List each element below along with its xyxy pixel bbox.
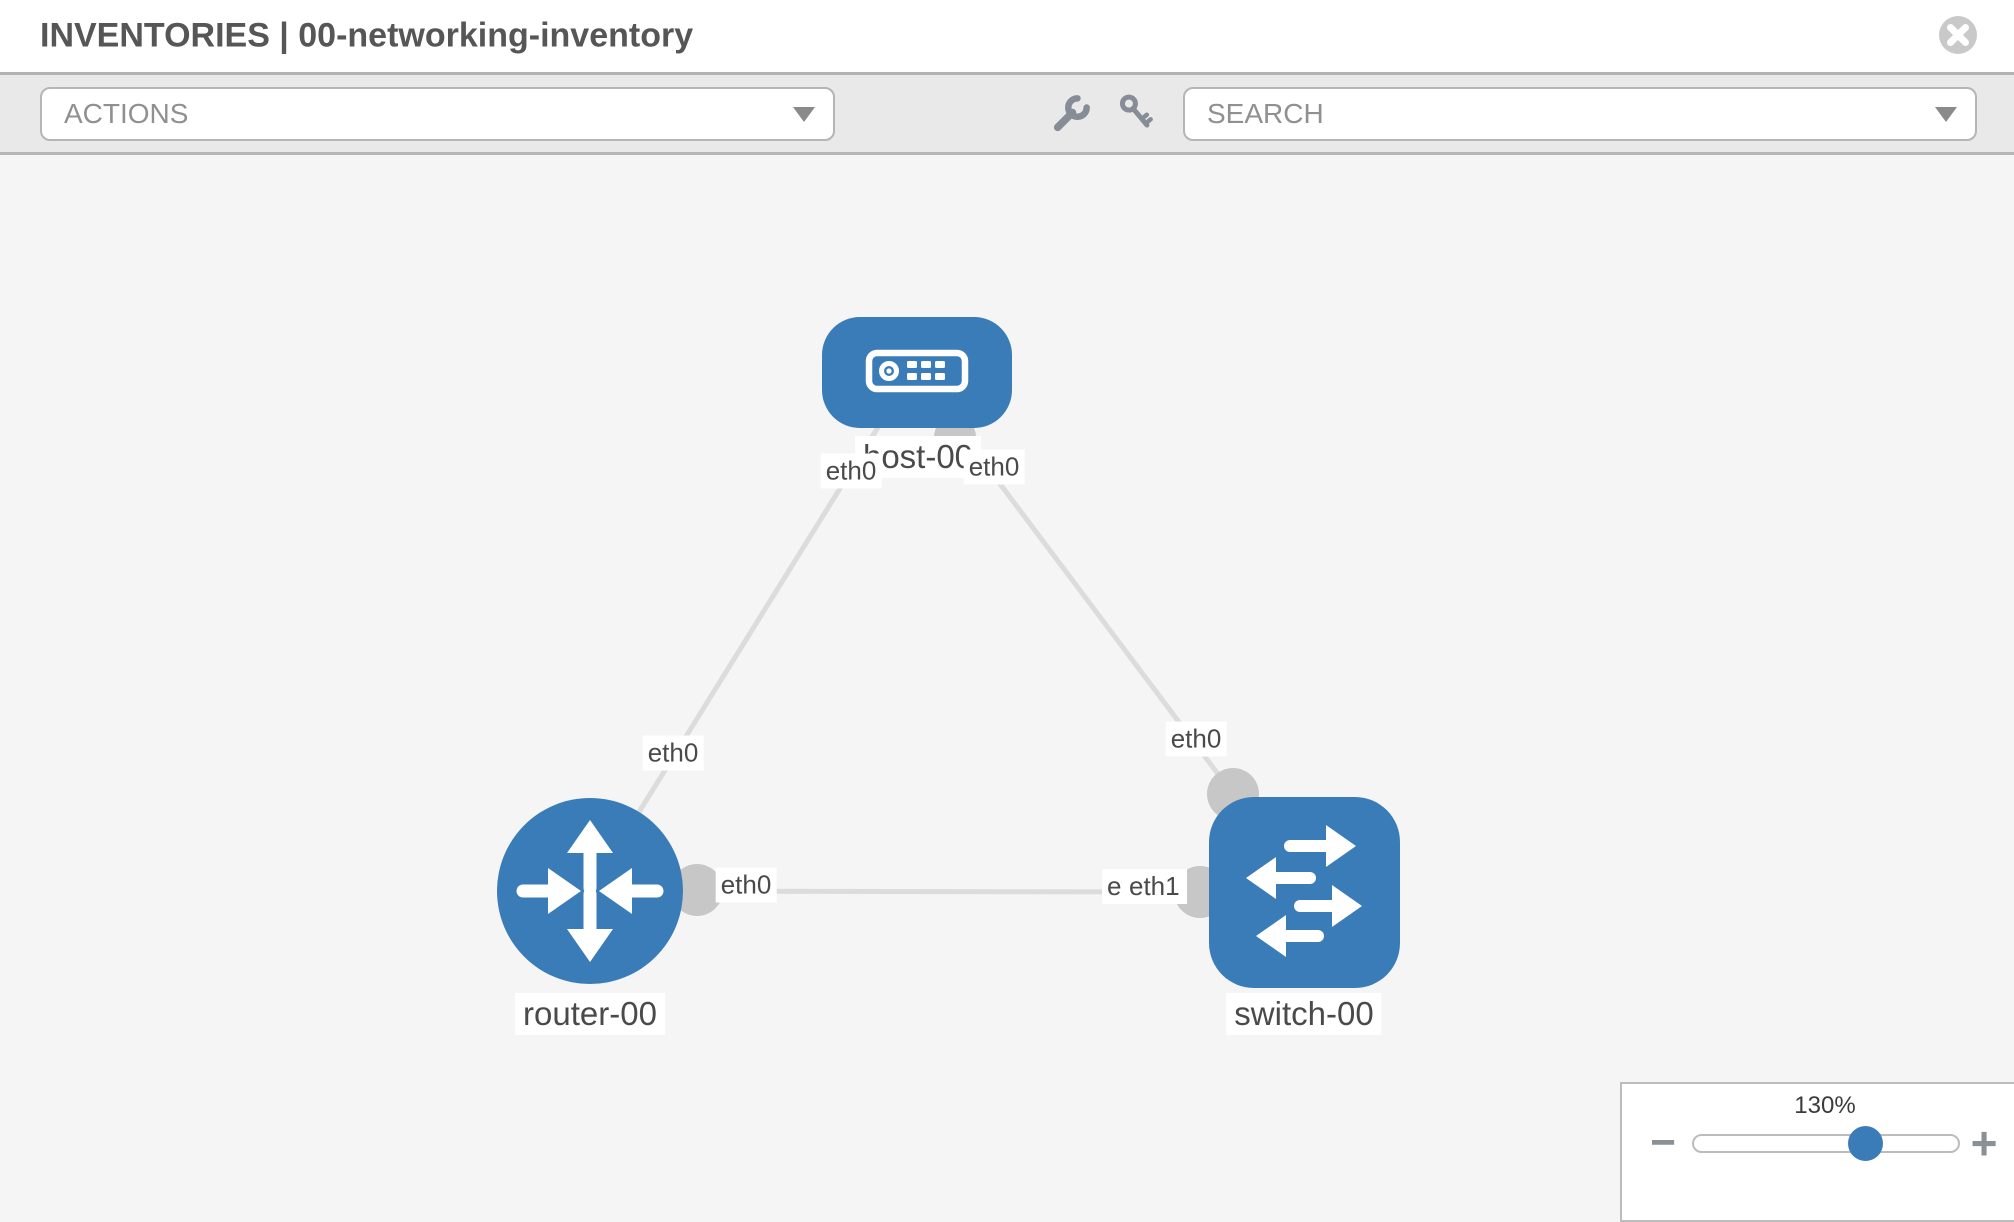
- host-icon: [865, 349, 969, 393]
- node-label-switch: switch-00: [1226, 993, 1382, 1035]
- node-router[interactable]: [497, 798, 683, 984]
- key-icon: [1119, 94, 1153, 128]
- inventory-header: INVENTORIES | 00-networking-inventory: [0, 0, 2014, 72]
- key-button[interactable]: [1114, 92, 1158, 136]
- zoom-in-button[interactable]: +: [1970, 1117, 1998, 1169]
- interface-dot-router: [671, 864, 723, 916]
- page-title: INVENTORIES | 00-networking-inventory: [40, 16, 694, 55]
- search-label: SEARCH: [1207, 98, 1324, 129]
- interface-label-router-eth0-right: eth0: [715, 867, 777, 903]
- node-switch[interactable]: [1209, 797, 1400, 988]
- node-host[interactable]: [822, 317, 1012, 428]
- node-label-router: router-00: [515, 993, 665, 1035]
- zoom-level: 130%: [1794, 1092, 1856, 1119]
- interface-label-router-eth0-uplink: eth0: [642, 735, 704, 771]
- close-button[interactable]: [1936, 13, 1980, 57]
- caret-down-icon: [793, 106, 815, 122]
- actions-select[interactable]: ACTIONS: [40, 87, 835, 141]
- switch-icon: [1246, 825, 1362, 957]
- interface-label-switch-eth0-top: eth0: [1165, 721, 1227, 757]
- zoom-slider-track[interactable]: [1692, 1134, 1960, 1153]
- zoom-slider-thumb[interactable]: [1848, 1126, 1883, 1161]
- actions-label: ACTIONS: [64, 98, 189, 129]
- close-icon: [1939, 16, 1977, 54]
- search-select[interactable]: SEARCH: [1183, 87, 1977, 141]
- zoom-out-button[interactable]: −: [1650, 1118, 1676, 1167]
- actions-toolbar: ACTIONS SEARCH: [0, 72, 2014, 155]
- caret-down-icon: [1935, 106, 1957, 122]
- interface-label-host-eth0-left: eth0: [820, 453, 882, 489]
- router-icon: [516, 820, 664, 962]
- interface-label-eth1-front: eth1: [1122, 869, 1187, 904]
- wrench-icon: [1053, 95, 1090, 132]
- wrench-button[interactable]: [1047, 92, 1091, 136]
- interface-label-host-eth0-right: eth0: [963, 449, 1025, 485]
- zoom-panel: 130% − +: [1620, 1082, 2014, 1222]
